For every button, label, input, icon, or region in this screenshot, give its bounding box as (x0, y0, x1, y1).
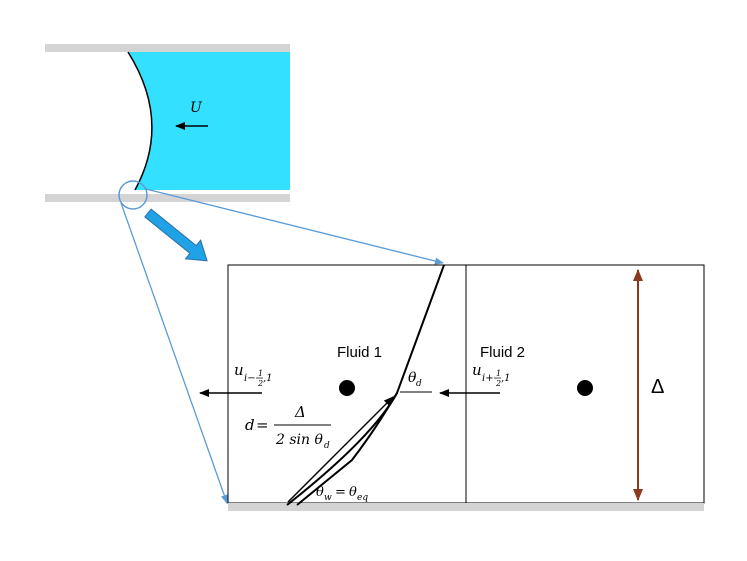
cell-center-2 (577, 380, 593, 396)
svg-text:i−: i− (244, 373, 256, 384)
svg-text:i+: i+ (482, 373, 494, 384)
svg-text:1: 1 (496, 369, 501, 378)
svg-text:2: 2 (257, 379, 263, 388)
svg-text:w: w (324, 493, 332, 503)
top-wall-lower (45, 194, 290, 202)
svg-text:,1: ,1 (501, 373, 511, 384)
zoom-line-top (145, 188, 444, 265)
svg-text:1: 1 (258, 369, 263, 378)
svg-text:u: u (472, 361, 482, 379)
svg-text:d: d (416, 379, 422, 389)
dynamic-angle-label: θ d (408, 370, 422, 389)
svg-text:θ: θ (349, 485, 357, 500)
zoom-line-bottom (120, 202, 228, 504)
cell-center-1 (339, 380, 355, 396)
zoom-circle (118, 180, 148, 210)
left-face-velocity: u i− 1 2 ,1 (234, 361, 273, 388)
top-wall-upper (45, 44, 290, 52)
svg-text:2: 2 (495, 379, 501, 388)
svg-text:θ: θ (408, 370, 417, 386)
svg-text:Δ: Δ (294, 403, 306, 421)
fluid-2-label: Fluid 2 (480, 344, 525, 361)
svg-text:,1: ,1 (263, 373, 273, 384)
svg-text:d: d (245, 416, 255, 434)
right-face-velocity: u i+ 1 2 ,1 (472, 361, 511, 388)
svg-text:eq: eq (357, 493, 368, 503)
svg-text:d: d (324, 441, 330, 451)
fluid-region (128, 52, 290, 190)
fluid-1-label: Fluid 1 (337, 344, 382, 361)
velocity-label: U (190, 100, 203, 116)
svg-text:=: = (335, 485, 346, 500)
distance-arrow (287, 396, 394, 503)
grid-spacing-label: Δ (651, 376, 664, 398)
svg-text:2 sin θ: 2 sin θ (275, 432, 323, 448)
wall-angle-label: θ w = θ eq (316, 485, 368, 503)
svg-text:=: = (256, 416, 269, 434)
zoom-direction-arrow (144, 208, 208, 262)
wall-interface-line (296, 392, 398, 506)
bottom-wall (228, 503, 704, 511)
meniscus-curve (127, 51, 153, 191)
svg-text:u: u (234, 361, 244, 379)
svg-text:θ: θ (316, 485, 324, 500)
distance-formula: d = Δ 2 sin θ d (245, 403, 331, 451)
